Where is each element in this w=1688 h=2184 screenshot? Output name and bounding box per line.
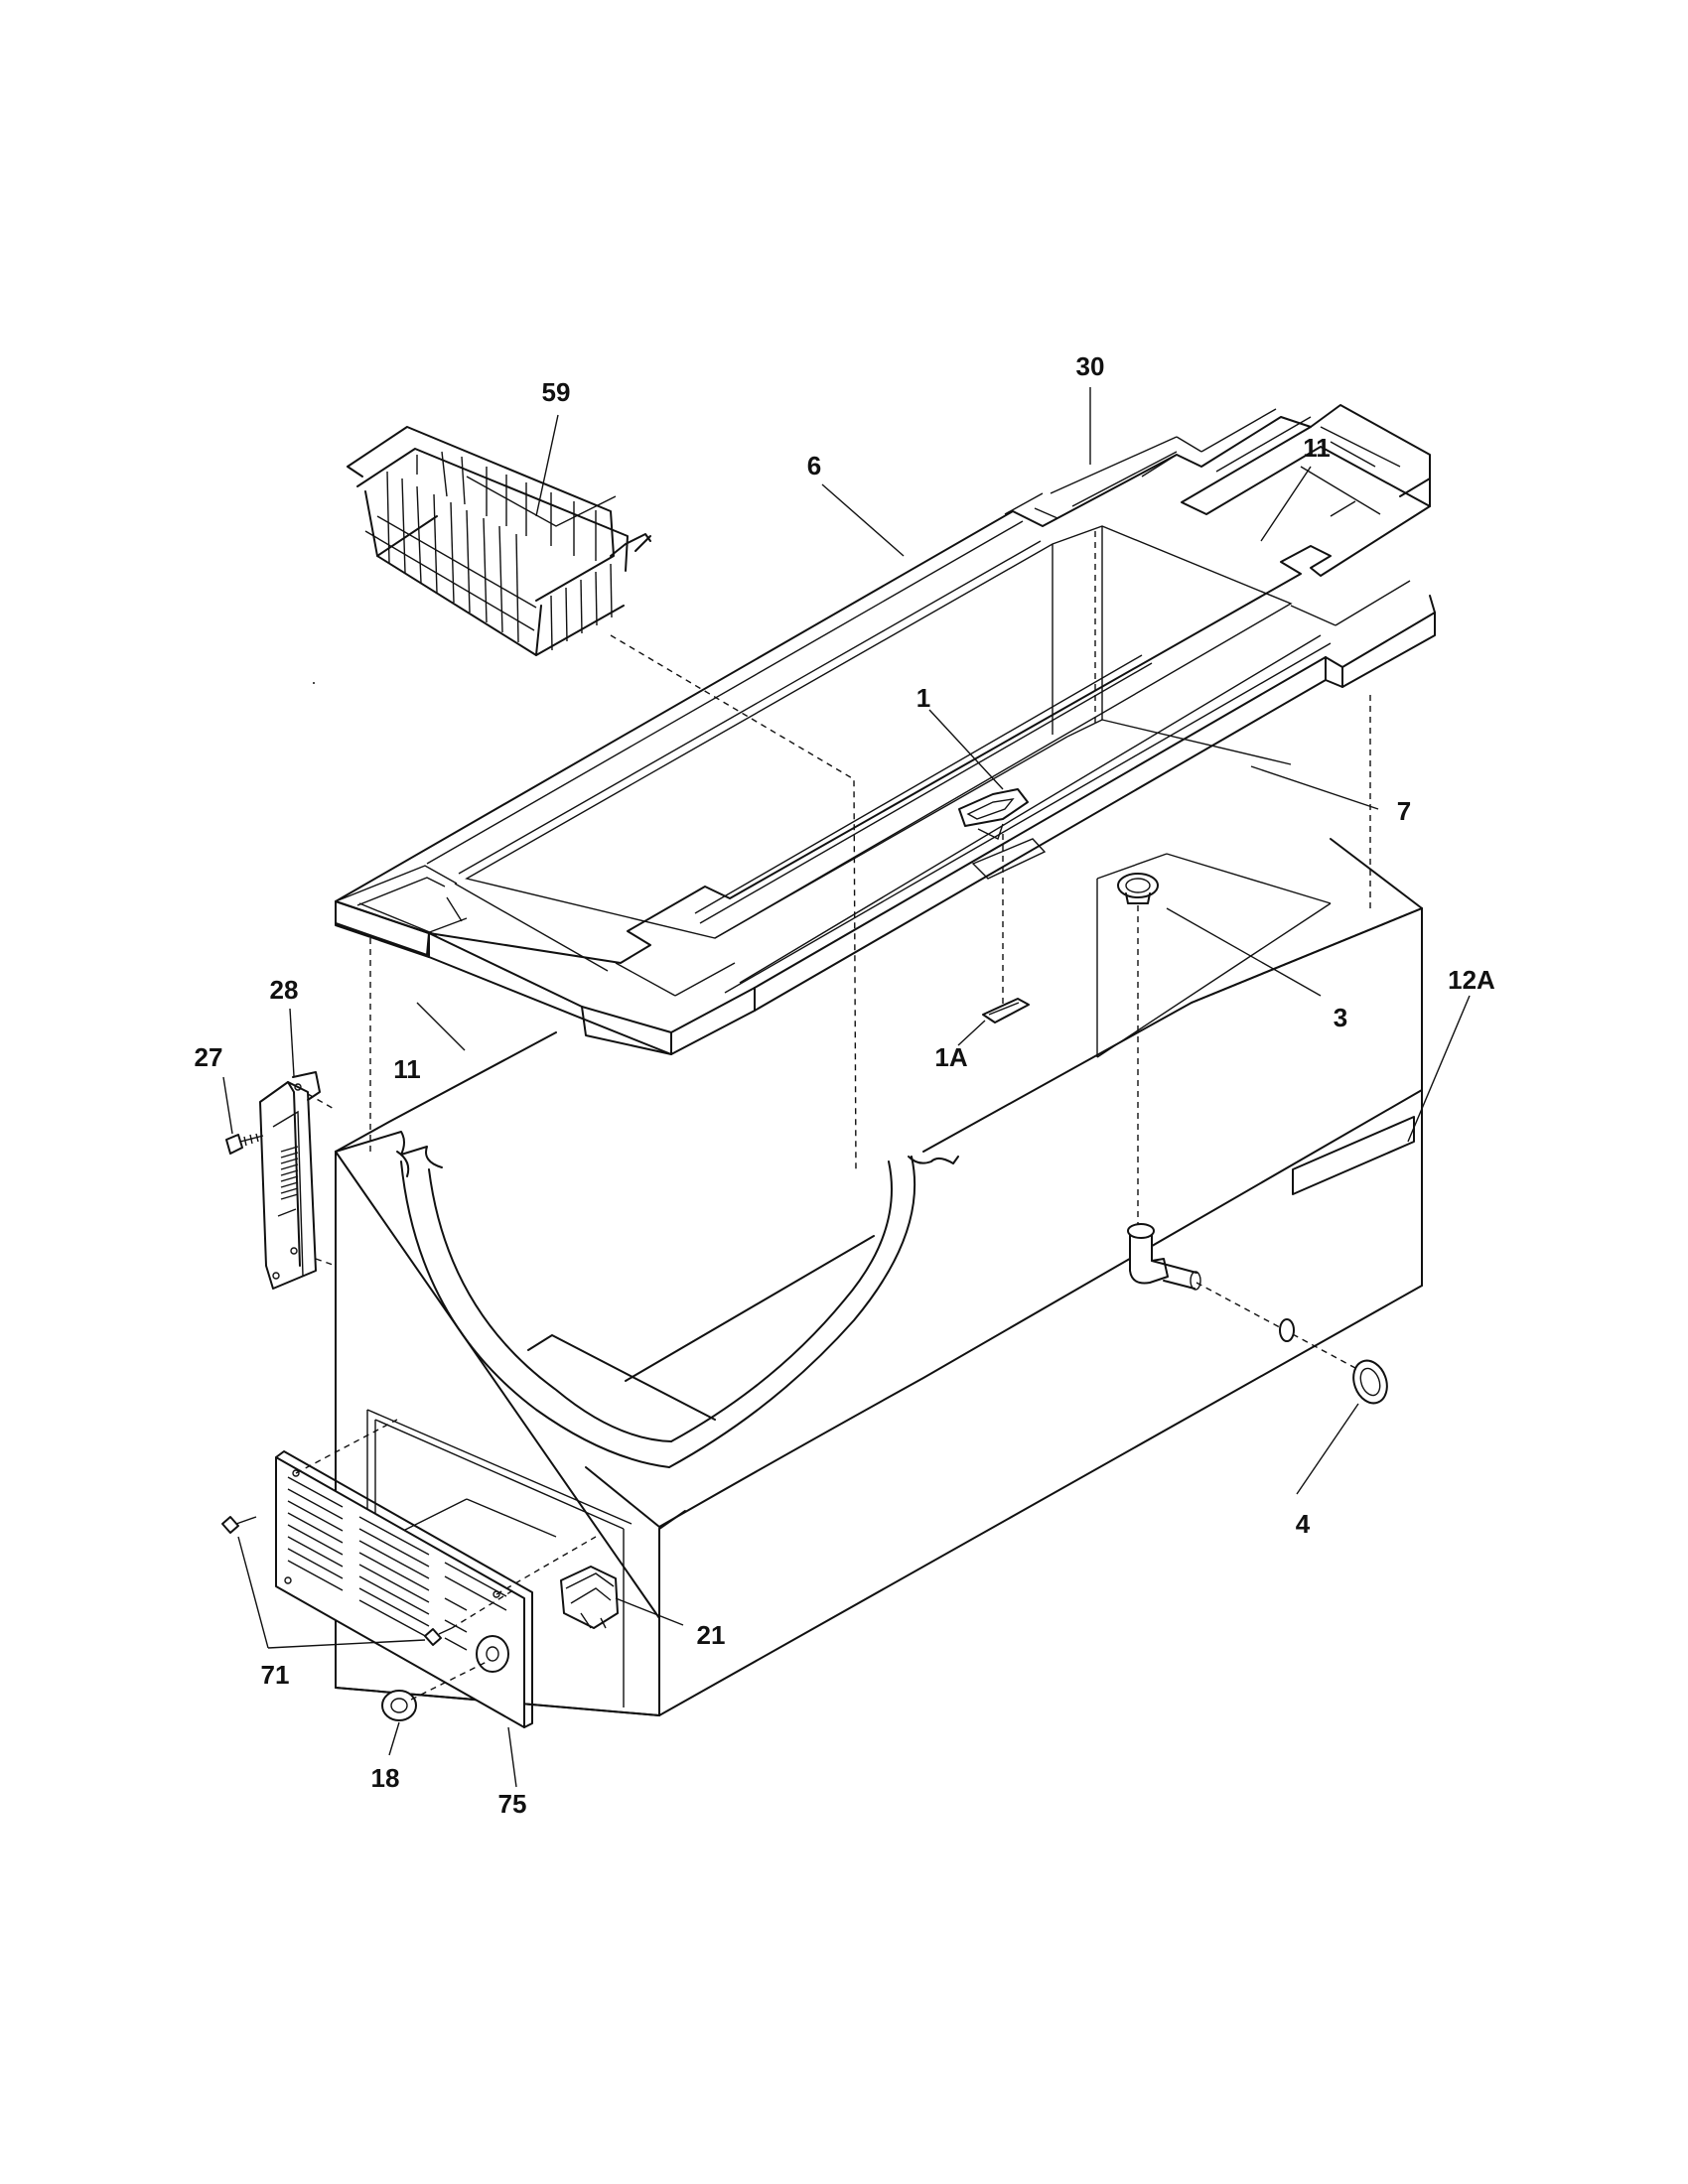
callout-28: 28 bbox=[270, 975, 299, 1005]
callout-6: 6 bbox=[807, 451, 821, 480]
lid-catch bbox=[958, 788, 1047, 1008]
hinge-screw bbox=[225, 1133, 264, 1155]
basket bbox=[347, 426, 651, 656]
callout-1: 1 bbox=[916, 683, 930, 713]
callout-27: 27 bbox=[195, 1042, 223, 1072]
callout-59: 59 bbox=[542, 377, 571, 407]
callout-71: 71 bbox=[261, 1660, 290, 1690]
label-plate bbox=[1292, 1116, 1415, 1195]
leader-lines bbox=[222, 387, 1471, 1788]
hinge bbox=[259, 1071, 337, 1290]
drain-plug bbox=[1352, 1359, 1388, 1405]
catch-clip bbox=[982, 998, 1030, 1024]
grille-screws bbox=[221, 1516, 517, 1646]
control-knob bbox=[381, 1659, 492, 1721]
callout-7: 7 bbox=[1397, 796, 1411, 826]
drain-fitting bbox=[1117, 873, 1356, 1369]
callout-18: 18 bbox=[371, 1763, 400, 1793]
callout-75: 75 bbox=[498, 1789, 527, 1819]
stray-mark bbox=[313, 682, 315, 684]
callout-4: 4 bbox=[1296, 1509, 1311, 1539]
breaker-frame bbox=[335, 404, 1436, 1055]
callout-11-front: 11 bbox=[393, 1054, 421, 1084]
control-switch bbox=[560, 1566, 619, 1629]
liner-opening bbox=[465, 525, 1293, 939]
callout-12A: 12A bbox=[1448, 965, 1495, 995]
callout-3: 3 bbox=[1334, 1003, 1347, 1032]
callout-1A: 1A bbox=[934, 1042, 967, 1072]
callout-21: 21 bbox=[697, 1620, 726, 1650]
callout-labels: 59 30 11 6 1 7 28 27 11 1A 3 12A 4 21 71… bbox=[195, 351, 1496, 1819]
kickplate-grille bbox=[275, 1419, 597, 1728]
callout-30: 30 bbox=[1076, 351, 1105, 381]
callout-11-top: 11 bbox=[1303, 433, 1331, 463]
